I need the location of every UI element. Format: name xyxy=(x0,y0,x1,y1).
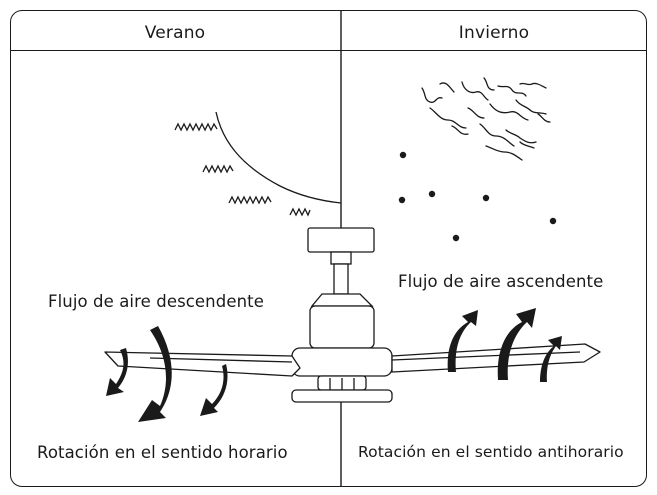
ceiling-fan-icon xyxy=(104,227,601,403)
dust-particle-icon xyxy=(398,151,557,242)
winter-title: Invierno xyxy=(458,23,530,43)
summer-airflow-label: Flujo de aire descendente xyxy=(48,292,264,311)
header-divider xyxy=(10,50,647,51)
downward-arrow-icon xyxy=(106,326,228,422)
upward-arrow-icon xyxy=(447,308,562,382)
diagram-frame xyxy=(10,10,647,487)
summer-rotation-label: Rotación en el sentido horario xyxy=(37,443,288,462)
winter-rotation-label: Rotación en el sentido antihorario xyxy=(358,443,624,461)
summer-title: Verano xyxy=(144,23,206,43)
summer-air-flow-icon xyxy=(174,111,342,217)
winter-airflow-label: Flujo de aire ascendente xyxy=(398,272,604,291)
warm-air-icon xyxy=(421,77,551,161)
